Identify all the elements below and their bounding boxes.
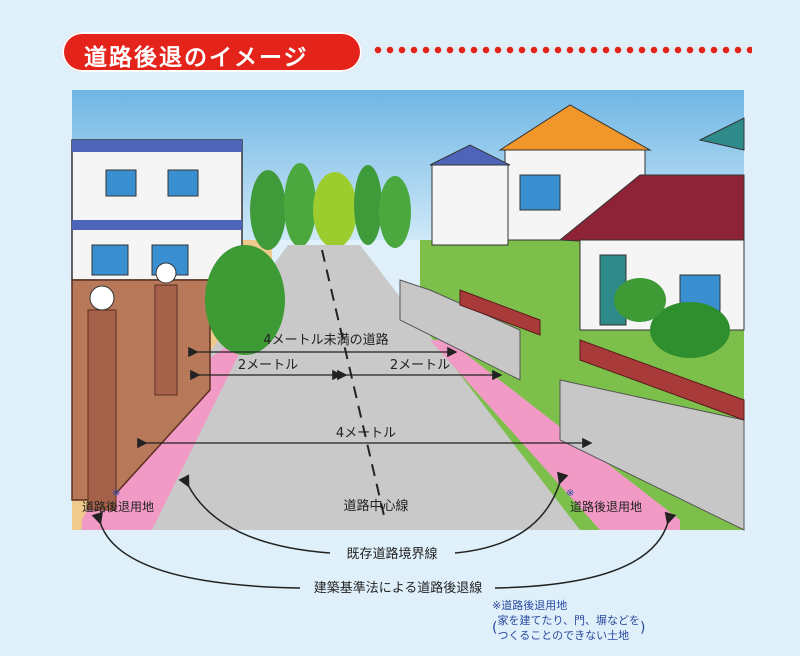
existing-boundary-arrow-right	[454, 471, 569, 554]
road-surface	[80, 245, 580, 530]
label-setback-line: 建築基準法による道路後退線	[314, 580, 483, 596]
asterisk-left: ※	[112, 488, 120, 499]
setback-strip-right	[430, 340, 680, 530]
note-line-1: 家を建てたり、門、塀などを	[497, 614, 641, 627]
existing-boundary-arrow-left	[178, 474, 331, 554]
page-title: 道路後退のイメージ	[84, 45, 309, 71]
setback-line-arrow-left	[91, 511, 301, 589]
right-wall	[399, 279, 745, 531]
label-setback-left: 道路後退用地	[82, 499, 154, 514]
road-center-line	[321, 249, 386, 521]
left-hedge	[205, 245, 285, 355]
asterisk-right: ※	[566, 488, 574, 499]
note-heading: ※道路後退用地	[492, 599, 568, 612]
label-setback-right: 道路後退用地	[570, 499, 642, 514]
note-line-2: つくることのできない土地	[497, 629, 630, 642]
note-body: ( 家を建てたり、門、塀などを つくることのできない土地 )	[492, 614, 646, 642]
left-building	[71, 139, 243, 281]
title-banner	[62, 32, 362, 72]
label-existing-boundary: 既存道路境界線	[346, 546, 437, 562]
label-2m-right: 2メートル	[390, 358, 450, 373]
right-bush-small	[614, 278, 666, 322]
right-bush	[650, 302, 730, 358]
background-trees	[250, 163, 411, 250]
setback-note: ※道路後退用地 ( 家を建てたり、門、塀などを つくることのできない土地 )	[492, 598, 646, 643]
label-4m: 4メートル	[336, 426, 396, 441]
dotted-divider	[372, 46, 752, 54]
label-center-line: 道路中心線	[343, 498, 408, 514]
label-2m-left: 2メートル	[238, 358, 298, 373]
label-road-under-4m: 4メートル未満の道路	[263, 332, 388, 348]
setback-line-arrow-right	[494, 511, 677, 589]
